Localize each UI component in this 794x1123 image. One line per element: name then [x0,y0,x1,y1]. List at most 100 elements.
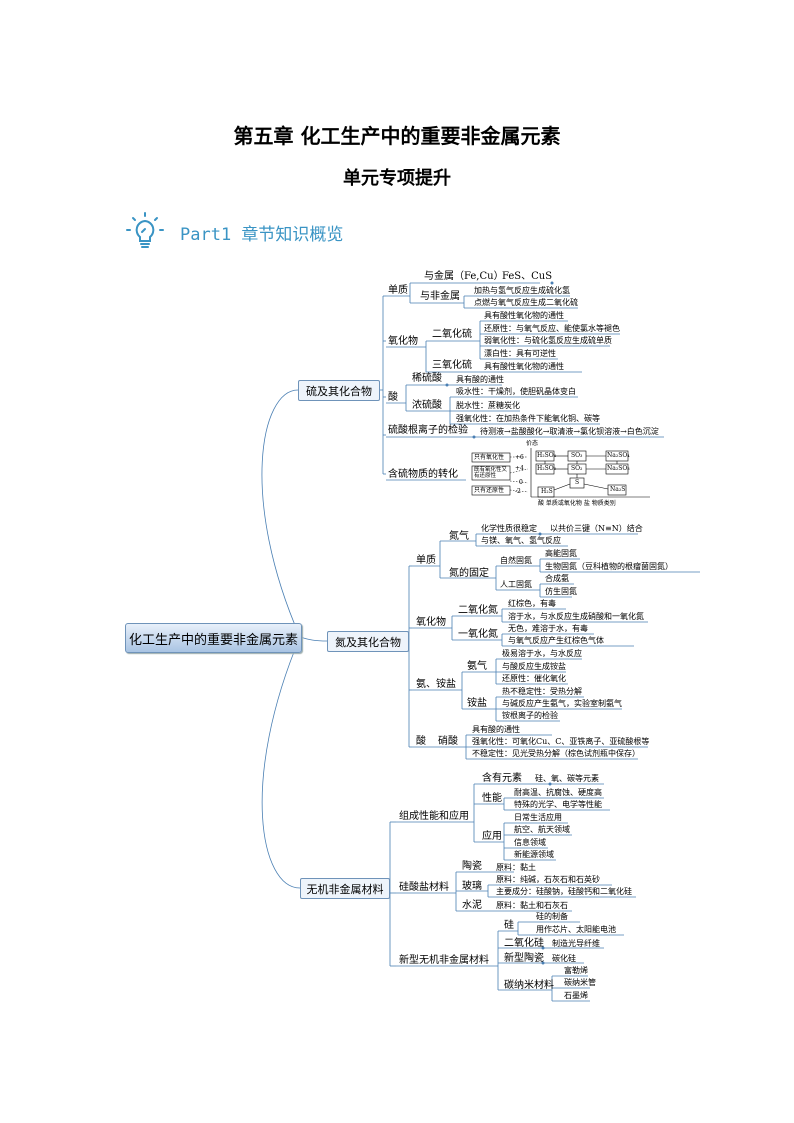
prop-both: 既有氧化性又有还原性 [474,467,508,480]
materials-composition: 组成性能和应用 [399,811,469,822]
nitrogen-natural-1: 高能固氮 [545,549,577,558]
mindmap-root: 化工生产中的重要非金属元素 [125,623,302,653]
materials-app-4: 新能源领域 [514,850,554,859]
materials-app-1: 日常生活应用 [514,813,562,822]
sulfur-so2-1: 具有酸性氧化物的通性 [484,311,564,320]
nitrogen-oxide: 氧化物 [416,617,446,628]
materials-si-1: 硅的制备 [536,912,568,921]
nitrogen-n2-1b: 以共价三键（N≡N）结合 [550,524,643,533]
materials-application: 应用 [482,831,502,842]
topic-nitrogen: 氮及其化合物 [327,631,409,652]
nitrogen-no-1: 无色，难溶于水，有毒 [508,624,588,633]
materials-sio2: 二氧化硅 [504,938,544,949]
nitrogen-nh3-0: 极易溶于水，与水反应 [502,649,582,658]
sulfur-nonmetal-2: 点燃与氧气反应生成二氧化硫 [474,298,578,307]
materials-perf-1: 耐高温、抗腐蚀、硬度高 [514,788,602,797]
species-h2s: H₂S [541,488,553,495]
sulfur-nonmetal-1: 加热与氢气反应生成硫化氢 [474,286,570,295]
materials-glass-1: 原料：纯碱，石灰石和石英砂 [496,875,600,884]
materials-carbon-3: 石墨烯 [564,991,588,1000]
materials-elements: 含有元素 [482,773,522,784]
valence-plus4: +4 [515,465,524,472]
section-label: Part1 章节知识概览 [180,225,344,245]
sulfur-so3-1: 具有酸性氧化物的通性 [484,362,564,371]
materials-ceramic: 陶瓷 [462,861,482,872]
valence-zero: 0 [519,479,523,486]
nitrogen-n2: 氮气 [449,531,469,542]
topic-sulfur: 硫及其化合物 [298,380,380,401]
materials-cement-1: 原料：黏土和石灰石 [496,901,568,910]
materials-sio2-1: 制造光导纤维 [552,939,600,948]
materials-new: 新型无机非金属材料 [399,955,489,966]
nitrogen-nh4-1: 热不稳定性：受热分解 [502,687,582,696]
sulfur-conversion: 含硫物质的转化 [388,469,458,480]
sulfur-conc-acid: 浓硫酸 [412,400,442,411]
materials-si-2: 用作芯片、太阳能电池 [536,925,616,934]
nitrogen-hno3: 硝酸 [438,736,458,747]
sulfur-so2: 二氧化硫 [432,329,472,340]
nitrogen-nh3-2: 还原性：催化氧化 [502,674,566,683]
species-h2so3: H₂SO₃ [537,465,557,472]
nitrogen-fixation: 氮的固定 [449,568,489,579]
sulfur-so2-3: 弱氧化性：与硫化氢反应生成硫单质 [484,336,612,345]
sulfur-with-nonmetal: 与非金属 [420,291,460,302]
sulfur-so3: 三氧化硫 [432,360,472,371]
sulfur-conversion-diagram [471,448,650,498]
nitrogen-ammonia-salt: 氨、铵盐 [416,679,456,690]
page-title: 第五章 化工生产中的重要非金属元素 [233,124,561,148]
species-na2s: Na₂S [610,486,626,493]
materials-newceramic-1: 碳化硅 [552,954,576,963]
materials-carbon-2: 碳纳米管 [564,978,596,987]
sulfur-oxide: 氧化物 [388,336,418,347]
nitrogen-no2: 二氧化氮 [458,605,498,616]
materials-glass-2: 主要成分：硅酸钠，硅酸钙和二氧化硅 [496,887,632,896]
sulfur-conc-2: 脱水性：蔗糖炭化 [456,401,520,410]
nitrogen-artificial-2: 仿生固氮 [545,587,577,596]
valence-plus6: +6 [515,454,524,461]
nitrogen-nh3-1: 与酸反应生成铵盐 [502,662,566,671]
materials-silicate: 硅酸盐材料 [399,882,449,893]
materials-si: 硅 [504,920,514,931]
nitrogen-artificial-1: 合成氨 [545,574,569,583]
nitrogen-natural-2: 生物固氮（豆科植物的根瘤菌固氮） [545,562,673,571]
sulfur-dilute-1: 具有酸的通性 [456,375,504,384]
sulfur-dilute-acid: 稀硫酸 [412,373,442,384]
sulfur-sulfate-test: 硫酸根离子的检验 [388,425,468,436]
nitrogen-acid: 酸 [416,736,426,747]
sulfur-conc-1: 吸水性：干燥剂，使胆矾晶体变白 [456,387,576,396]
materials-app-3: 信息领域 [514,838,546,847]
nitrogen-hno3-1: 具有酸的通性 [472,725,520,734]
species-so2: SO₂ [571,465,583,472]
sulfur-conc-3: 强氧化性：在加热条件下能氧化铜、碳等 [456,414,600,423]
nitrogen-artificial: 人工固氮 [500,580,532,589]
sulfur-simple: 单质 [388,285,408,296]
materials-performance: 性能 [482,793,502,804]
materials-ceramic-1: 原料：黏土 [496,863,536,872]
sulfur-metal-products: FeS、CuS [502,271,553,282]
nitrogen-natural: 自然固氮 [500,556,532,565]
materials-elements-1: 硅、氧、碳等元素 [535,774,599,783]
topic-materials: 无机非金属材料 [300,878,390,899]
nitrogen-nh4: 铵盐 [467,698,487,709]
lightbulb-icon [126,212,164,248]
species-s: S [575,479,580,486]
species-na2so3: Na₂SO₃ [607,465,630,472]
nitrogen-no: 一氧化氮 [458,629,498,640]
nitrogen-hno3-3: 不稳定性：见光受热分解（棕色试剂瓶中保存） [472,749,640,758]
nitrogen-n2-2: 与镁、氧气、氢气反应 [481,536,561,545]
diagram-y-axis-label: 价态 [526,440,539,447]
materials-app-2: 航空、航天领域 [514,825,570,834]
materials-cement: 水泥 [462,900,482,911]
nitrogen-hno3-2: 强氧化性：可氧化Cu、C、亚铁离子、亚硫酸根等 [472,737,650,746]
materials-glass: 玻璃 [462,881,482,892]
page-subtitle: 单元专项提升 [343,168,451,189]
nitrogen-nh3: 氨气 [467,661,487,672]
prop-reducing: 只有还原性 [474,487,505,494]
nitrogen-no-2: 与氧气反应产生红棕色气体 [508,636,604,645]
nitrogen-no2-1: 红棕色，有毒 [508,599,556,608]
diagram-x-axis-label: 酸 单质或氧化物 盐 物质类别 [538,500,616,507]
materials-carbon-1: 富勒烯 [564,966,588,975]
species-so3: SO₃ [571,452,583,459]
nitrogen-simple: 单质 [416,555,436,566]
